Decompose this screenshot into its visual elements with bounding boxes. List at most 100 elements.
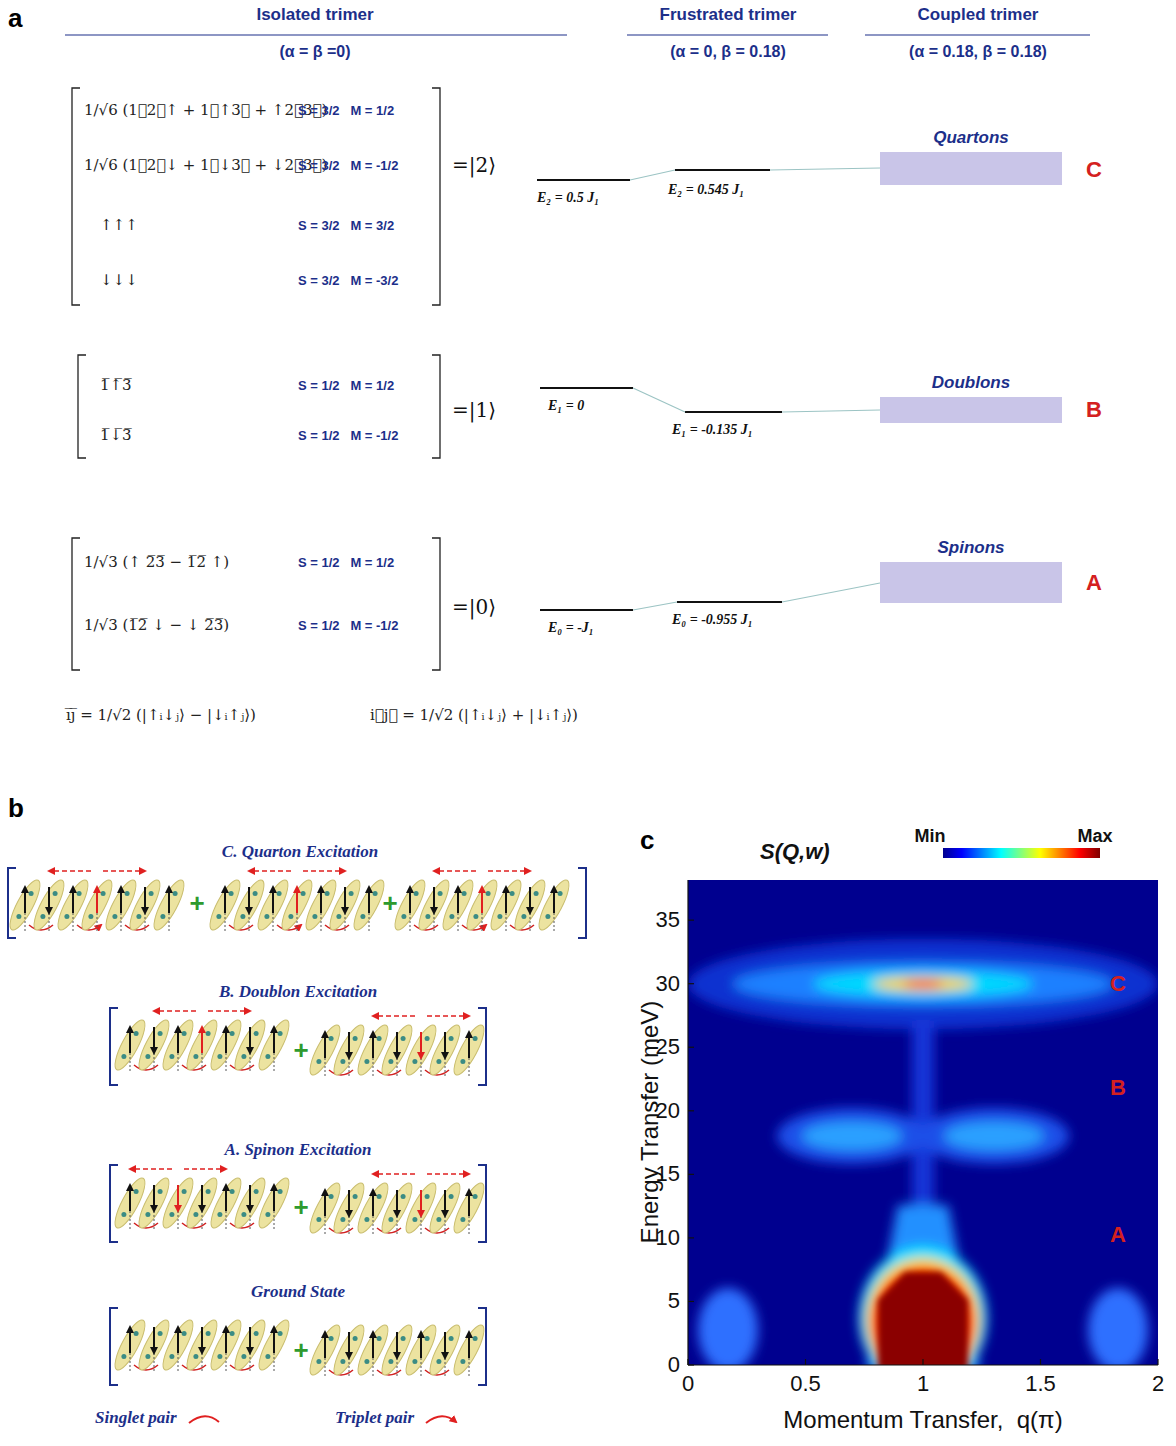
definition-formula: i⃗j⃗ = 1/√2 (|↑ᵢ↓ⱼ⟩ + |↓ᵢ↑ⱼ⟩) bbox=[370, 706, 578, 724]
state-formula: 1/√3 (↑ 2̅3̅ − 1̅2̅ ↑) bbox=[84, 553, 229, 571]
spin-chain bbox=[5, 871, 574, 1378]
energy-band: Doublons bbox=[880, 373, 1062, 423]
quantum-numbers: S = 1/2 M = -1/2 bbox=[298, 428, 398, 443]
spin-chain bbox=[110, 1169, 294, 1231]
spin-chain bbox=[305, 1174, 489, 1236]
energy-value: E₀ = -J₁ bbox=[548, 620, 594, 636]
plus-sign: + bbox=[382, 888, 397, 919]
axis-title: Momentum Transfer, q(π) bbox=[783, 1406, 1062, 1434]
tick-label: 30 bbox=[656, 971, 680, 997]
column-heading: Frustrated trimer bbox=[660, 5, 797, 25]
colorbar-min: Min bbox=[915, 826, 946, 847]
state-formula: ↑↑↑ bbox=[100, 216, 138, 234]
state-formula: 1/√6 (1⃗2⃗↓ + 1⃗↓3⃗ + ↓2⃗3⃗) bbox=[84, 156, 327, 174]
spin-chain bbox=[205, 871, 389, 933]
tick-label: 5 bbox=[668, 1288, 680, 1314]
header-rule bbox=[65, 34, 1090, 35]
legend-text: Triplet pair bbox=[335, 1408, 414, 1428]
band-letter: A bbox=[1110, 1222, 1126, 1248]
state-formula: 1/√3 (1̅2̅ ↓ − ↓ 2̅3̅) bbox=[84, 616, 229, 634]
state-ket: =|0⟩ bbox=[452, 595, 496, 619]
colorbar bbox=[943, 848, 1100, 858]
tick-label: 35 bbox=[656, 907, 680, 933]
state-ket: =|1⟩ bbox=[452, 398, 496, 422]
energy-band: Quartons bbox=[880, 128, 1062, 185]
plot-title: S(Q,w) bbox=[760, 839, 830, 865]
band-letter: B bbox=[1086, 397, 1102, 423]
panel-letter: c bbox=[640, 825, 654, 856]
state-bracket bbox=[8, 868, 586, 1385]
tick-label: 0 bbox=[682, 1371, 694, 1397]
legend-item: Triplet pair bbox=[335, 1408, 462, 1428]
spin-chain bbox=[390, 871, 574, 933]
quantum-numbers: S = 1/2 M = 1/2 bbox=[298, 378, 394, 393]
tick-label: 1 bbox=[917, 1371, 929, 1397]
column-heading: Coupled trimer bbox=[918, 5, 1039, 25]
plus-sign: + bbox=[293, 1192, 308, 1223]
band-heading: Spinons bbox=[880, 538, 1062, 562]
energy-value: E₀ = -0.955 J₁ bbox=[672, 612, 753, 628]
plus-sign: + bbox=[189, 888, 204, 919]
state-formula: ↓↓↓ bbox=[100, 271, 138, 289]
quantum-numbers: S = 3/2 M = -1/2 bbox=[298, 158, 398, 173]
quantum-numbers: S = 3/2 M = 1/2 bbox=[298, 103, 394, 118]
panel-letter: b bbox=[8, 793, 24, 824]
axis-title: Energy Transfer (meV) bbox=[636, 1001, 664, 1244]
tick-label: 0.5 bbox=[790, 1371, 821, 1397]
excitation-title: A. Spinon Excitation bbox=[225, 1140, 372, 1160]
energy-value: E₁ = -0.135 J₁ bbox=[672, 422, 753, 438]
quantum-numbers: S = 3/2 M = -3/2 bbox=[298, 273, 398, 288]
colorbar-max: Max bbox=[1077, 826, 1112, 847]
plot-axis bbox=[688, 880, 1158, 1365]
legend-text: Singlet pair bbox=[95, 1408, 177, 1428]
tick-label: 1.5 bbox=[1025, 1371, 1056, 1397]
spin-chain bbox=[5, 871, 189, 933]
spin-chain bbox=[305, 1322, 489, 1379]
band-letter: C bbox=[1086, 157, 1102, 183]
state-formula: 1̅↑̅3̅ bbox=[100, 376, 132, 394]
excitation-title: C. Quarton Excitation bbox=[222, 842, 378, 862]
band-fill bbox=[880, 152, 1062, 185]
spin-chain bbox=[110, 1011, 294, 1073]
parameter-note: (α = 0, β = 0.18) bbox=[670, 43, 786, 61]
band-letter: C bbox=[1110, 971, 1126, 997]
plus-sign: + bbox=[293, 1335, 308, 1366]
energy-level bbox=[537, 170, 782, 610]
parameter-note: (α = β =0) bbox=[279, 43, 350, 61]
heatmap bbox=[688, 880, 1158, 1365]
excitation-title: Ground State bbox=[251, 1282, 345, 1302]
state-ket: =|2⟩ bbox=[452, 153, 496, 177]
spin-chain bbox=[305, 1016, 489, 1078]
plus-sign: + bbox=[293, 1035, 308, 1066]
legend-sample bbox=[185, 1408, 225, 1428]
quantum-numbers: S = 1/2 M = 1/2 bbox=[298, 555, 394, 570]
energy-band: Spinons bbox=[880, 538, 1062, 603]
energy-value: E₂ = 0.545 J₁ bbox=[668, 182, 744, 198]
definition-formula: i̅j̅ = 1/√2 (|↑ᵢ↓ⱼ⟩ − |↓ᵢ↑ⱼ⟩) bbox=[66, 706, 256, 724]
band-fill bbox=[880, 562, 1062, 603]
column-heading: Isolated trimer bbox=[256, 5, 373, 25]
energy-value: E₁ = 0 bbox=[548, 398, 584, 414]
band-letter: B bbox=[1110, 1075, 1126, 1101]
quantum-numbers: S = 1/2 M = -1/2 bbox=[298, 618, 398, 633]
state-formula: 1/√6 (1⃗2⃗↑ + 1⃗↑3⃗ + ↑2⃗3⃗) bbox=[84, 101, 327, 119]
band-fill bbox=[880, 397, 1062, 423]
state-bracket bbox=[72, 88, 440, 670]
state-formula: 1̅↓̅3̅ bbox=[100, 426, 132, 444]
legend-sample bbox=[422, 1408, 462, 1428]
band-heading: Doublons bbox=[880, 373, 1062, 397]
tick-label: 2 bbox=[1152, 1371, 1164, 1397]
parameter-note: (α = 0.18, β = 0.18) bbox=[909, 43, 1047, 61]
band-heading: Quartons bbox=[880, 128, 1062, 152]
band-letter: A bbox=[1086, 570, 1102, 596]
spin-chain bbox=[110, 1317, 294, 1374]
legend-item: Singlet pair bbox=[95, 1408, 225, 1428]
panel-letter: a bbox=[8, 3, 22, 34]
level-link bbox=[630, 168, 880, 610]
excitation-title: B. Doublon Excitation bbox=[219, 982, 377, 1002]
energy-value: E₂ = 0.5 J₁ bbox=[537, 190, 599, 206]
tick-label: 0 bbox=[668, 1352, 680, 1378]
axis-tick bbox=[688, 920, 1158, 1365]
quantum-numbers: S = 3/2 M = 3/2 bbox=[298, 218, 394, 233]
